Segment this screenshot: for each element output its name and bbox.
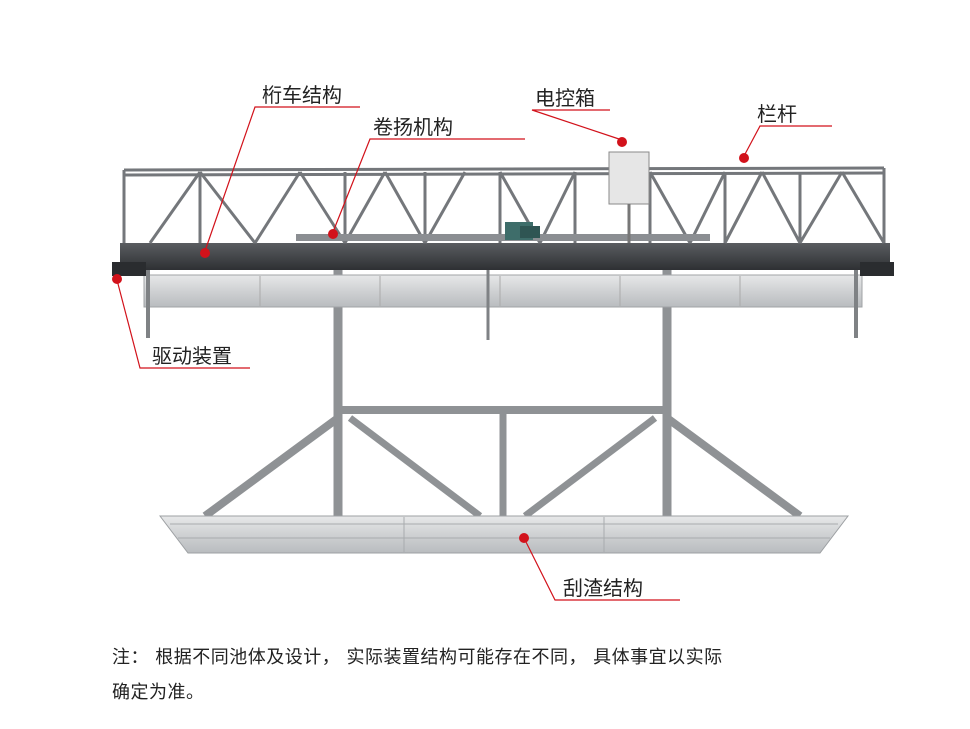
dot-control-box xyxy=(617,137,627,147)
leader-lines xyxy=(116,106,832,601)
leader-dots xyxy=(112,137,749,543)
hanging-plate xyxy=(143,250,863,340)
label-control-box: 电控箱 xyxy=(535,86,595,110)
control-box-cabinet xyxy=(608,151,650,243)
dot-railing xyxy=(739,153,749,163)
bridge-beam xyxy=(112,243,894,276)
note-line-2: 确定为准。 xyxy=(112,682,205,703)
dot-drive xyxy=(112,274,122,284)
label-winch-mechanism: 卷扬机构 xyxy=(373,115,453,139)
label-scraper-structure: 刮渣结构 xyxy=(563,576,643,600)
label-drive-device: 驱动装置 xyxy=(152,344,232,368)
railing-truss xyxy=(122,166,886,244)
note-line-1: 注： 根据不同池体及设计， 实际装置结构可能存在不同， 具体事宜以实际 xyxy=(112,647,723,668)
winch-shaft xyxy=(296,222,710,241)
dot-truss xyxy=(200,248,210,258)
scraper-plate xyxy=(158,515,850,554)
label-truss-structure: 桁车结构 xyxy=(262,83,342,107)
support-frame xyxy=(202,270,803,520)
dot-scraper xyxy=(519,533,529,543)
label-railing: 栏杆 xyxy=(757,102,797,126)
dot-winch xyxy=(328,229,338,239)
